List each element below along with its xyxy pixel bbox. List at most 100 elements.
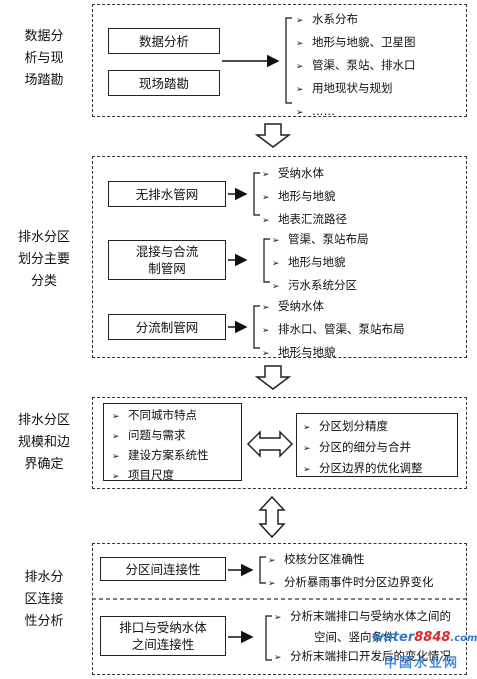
list-item: ➢地形与地貌: [262, 186, 347, 209]
arrow-bullet-icon: ➢: [262, 216, 270, 226]
box-label: 排口与受纳水体: [119, 620, 207, 635]
section-4-label: 排水分 区连接 性分析: [6, 567, 82, 633]
box-label: 混接与合流: [135, 244, 199, 259]
list-item: ➢排水口、管渠、泵站布局: [262, 319, 405, 342]
arrow-bullet-icon: ➢: [272, 282, 280, 292]
section-4-frame: [92, 543, 467, 675]
list-item: ➢受纳水体: [262, 296, 405, 319]
label-line: 场踏勘: [24, 73, 64, 88]
list-item: ➢地形与地貌: [262, 342, 405, 365]
inter-zone-connectivity-box: 分区间连接性: [100, 557, 226, 581]
box-label: 制管网: [148, 261, 186, 276]
arrow-bullet-icon: ➢: [272, 259, 280, 269]
list-item: ➢问题与需求: [112, 426, 209, 446]
connectivity-items-2: ➢分析末端排口与受纳水体之间的 空间、竖向条件 ➢分析末端排口开发后的变化情况: [274, 607, 451, 668]
label-line: 分类: [30, 274, 57, 289]
field-survey-box: 现场踏勘: [108, 70, 220, 96]
list-item: ➢管渠、泵站、排水口: [296, 55, 416, 78]
group-2-items: ➢管渠、泵站布局 ➢地形与地貌 ➢污水系统分区: [272, 229, 369, 298]
list-item: ➢分区边界的优化调整: [303, 459, 423, 480]
watermark-text: 中国水业网: [384, 656, 460, 671]
no-drainage-network-box: 无排水管网: [108, 181, 226, 207]
boundary-box: ➢分区划分精度 ➢分区的细分与合并 ➢分区边界的优化调整: [296, 413, 458, 477]
arrow-bullet-icon: ➢: [112, 452, 120, 462]
list-item: ➢分析末端排口与受纳水体之间的: [274, 607, 451, 628]
list-item: ➢污水系统分区: [272, 275, 369, 298]
arrow-bullet-icon: ➢: [112, 472, 120, 482]
hollow-down-arrow-icon: [254, 123, 292, 148]
list-item: ➢分区的细分与合并: [303, 438, 423, 459]
arrow-bullet-icon: ➢: [268, 556, 276, 566]
group-1-items: ➢受纳水体 ➢地形与地貌 ➢地表汇流路径: [262, 163, 347, 232]
label-line: 界确定: [24, 457, 64, 472]
label-line: 排水分区: [17, 230, 70, 245]
arrow-bullet-icon: ➢: [296, 16, 304, 26]
arrow-bullet-icon: ➢: [296, 85, 304, 95]
bracket-line: [263, 238, 270, 283]
arrow-bullet-icon: ➢: [296, 108, 304, 118]
data-analysis-box: 数据分析: [108, 28, 220, 54]
list-item: ➢水系分布: [296, 9, 416, 32]
label-line: 划分主要: [17, 252, 70, 267]
list-item: ➢受纳水体: [262, 163, 347, 186]
label-line: 排水分区: [17, 413, 70, 428]
watermark-logo: water8848.com: [372, 630, 477, 645]
arrow-bullet-icon: ➢: [303, 423, 311, 433]
list-item: ➢地形与地貌、卫星图: [296, 32, 416, 55]
section-3-label: 排水分区 规模和边 界确定: [6, 410, 82, 476]
connectivity-items-1: ➢校核分区准确性 ➢分析暴雨事件时分区边界变化: [268, 549, 434, 595]
separate-network-box: 分流制管网: [108, 314, 226, 340]
list-item: ➢分析暴雨事件时分区边界变化: [268, 572, 434, 595]
arrow-bullet-icon: ➢: [112, 432, 120, 442]
list-item: ➢分区划分精度: [303, 417, 423, 438]
label-line: 区连接: [24, 592, 64, 607]
hollow-down-arrow-icon: [254, 365, 292, 390]
arrow-bullet-icon: ➢: [272, 236, 280, 246]
outlet-connectivity-box: 排口与受纳水体 之间连接性: [100, 616, 226, 656]
bracket-line: [265, 615, 272, 661]
bracket-line: [285, 17, 292, 104]
section-2-frame: [92, 156, 467, 358]
box-label: 数据分析: [138, 33, 189, 49]
list-item: ➢……: [296, 101, 416, 124]
arrow-bullet-icon: ➢: [262, 303, 270, 313]
bracket-line: [259, 556, 266, 584]
arrow-bullet-icon: ➢: [274, 613, 282, 623]
list-item: ➢地形与地貌: [272, 252, 369, 275]
list-item: ➢不同城市特点: [112, 406, 209, 426]
arrow-bullet-icon: ➢: [262, 193, 270, 203]
list-item: ➢地表汇流路径: [262, 209, 347, 232]
box-label: 之间连接性: [131, 637, 195, 652]
box-label: 无排水管网: [135, 186, 199, 202]
bracket-line: [253, 172, 260, 216]
arrow-bullet-icon: ➢: [303, 465, 311, 475]
hollow-double-arrow-icon: [258, 495, 286, 539]
list-item: ➢建设方案系统性: [112, 446, 209, 466]
section-1-label: 数据分 析与现 场踏勘: [6, 26, 82, 92]
section-1-items: ➢水系分布 ➢地形与地貌、卫星图 ➢管渠、泵站、排水口 ➢用地现状与规划 ➢……: [296, 9, 416, 124]
bracket-line: [253, 305, 260, 349]
label-line: 析与现: [24, 51, 64, 66]
combined-network-box: 混接与合流 制管网: [108, 240, 226, 280]
list-item: ➢用地现状与规划: [296, 78, 416, 101]
label-line: 规模和边: [17, 435, 70, 450]
section-1-frame: [92, 4, 467, 117]
arrow-bullet-icon: ➢: [262, 349, 270, 359]
box-label: 分流制管网: [135, 319, 199, 335]
group-3-items: ➢受纳水体 ➢排水口、管渠、泵站布局 ➢地形与地貌: [262, 296, 405, 365]
label-line: 性分析: [24, 614, 64, 629]
list-item: ➢管渠、泵站布局: [272, 229, 369, 252]
label-line: 数据分: [24, 29, 64, 44]
list-item-continuation: 空间、竖向条件: [314, 630, 395, 644]
arrow-bullet-icon: ➢: [296, 62, 304, 72]
arrow-bullet-icon: ➢: [112, 412, 120, 422]
list-item: ➢分析末端排口开发后的变化情况: [274, 647, 451, 668]
arrow-bullet-icon: ➢: [268, 579, 276, 589]
list-item: ➢项目尺度: [112, 466, 209, 486]
arrow-bullet-icon: ➢: [303, 444, 311, 454]
arrow-bullet-icon: ➢: [296, 39, 304, 49]
hollow-double-arrow-icon: [246, 430, 294, 458]
arrow-bullet-icon: ➢: [274, 653, 282, 663]
section-3-frame: [92, 397, 467, 489]
